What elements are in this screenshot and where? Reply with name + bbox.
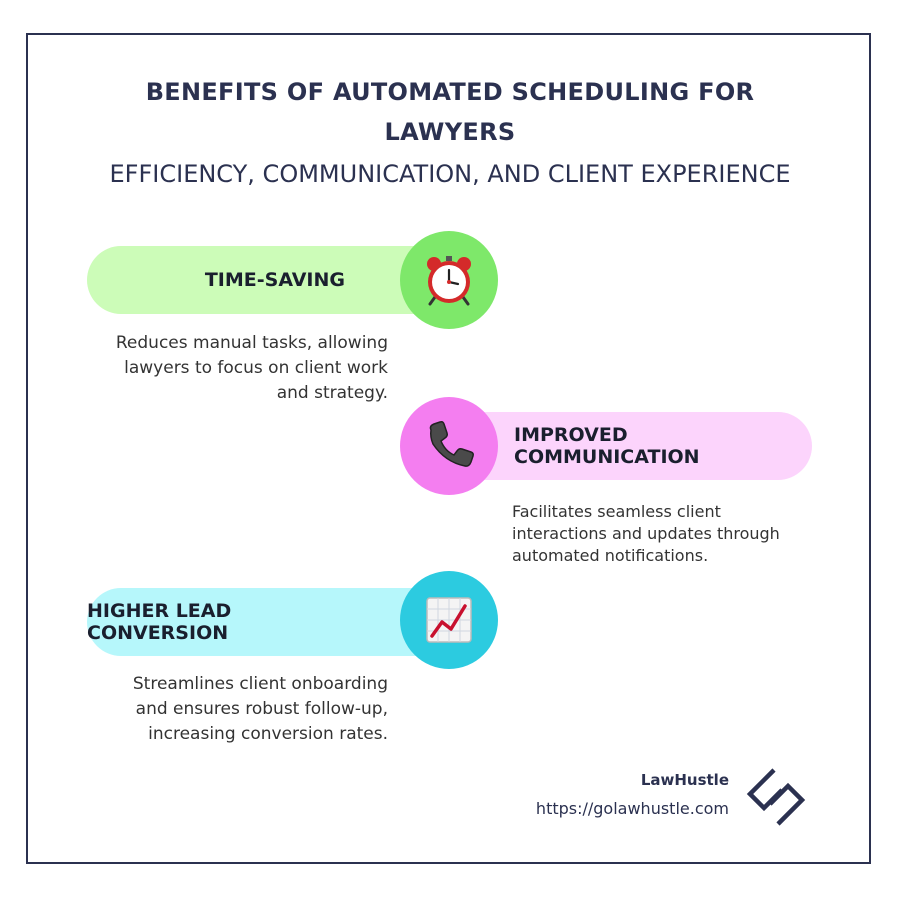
benefit-description-improved-communication: Facilitates seamless client interactions…	[512, 502, 780, 565]
benefit-circle-time-saving	[400, 231, 498, 329]
benefit-description-time-saving: Reduces manual tasks, allowing lawyers t…	[115, 333, 388, 403]
benefit-label: IMPROVED COMMUNICATION	[514, 424, 700, 468]
page-title: BENEFITS OF AUTOMATED SCHEDULING FOR LAW…	[145, 78, 755, 146]
benefit-circle-higher-lead-conversion	[400, 571, 498, 669]
benefit-description-higher-lead-conversion: Streamlines client onboarding and ensure…	[132, 674, 388, 744]
benefit-label: HIGHER LEAD CONVERSION	[87, 600, 232, 644]
page-subtitle: EFFICIENCY, COMMUNICATION, AND CLIENT EX…	[109, 160, 791, 188]
telephone-icon	[429, 421, 474, 467]
benefit-pill-time-saving: TIME-SAVING	[87, 246, 457, 314]
benefit-label: TIME-SAVING	[204, 269, 345, 291]
alarm-clock-icon	[427, 256, 471, 306]
benefit-circle-improved-communication	[400, 397, 498, 495]
brand-url-link[interactable]: https://golawhustle.com	[535, 799, 729, 818]
benefit-pill-higher-lead-conversion: HIGHER LEAD CONVERSION	[87, 588, 457, 656]
infographic-frame	[26, 33, 871, 864]
chart-increasing-icon	[426, 597, 472, 643]
lawhustle-logo-icon	[746, 768, 806, 826]
brand-name: LawHustle	[640, 771, 729, 789]
